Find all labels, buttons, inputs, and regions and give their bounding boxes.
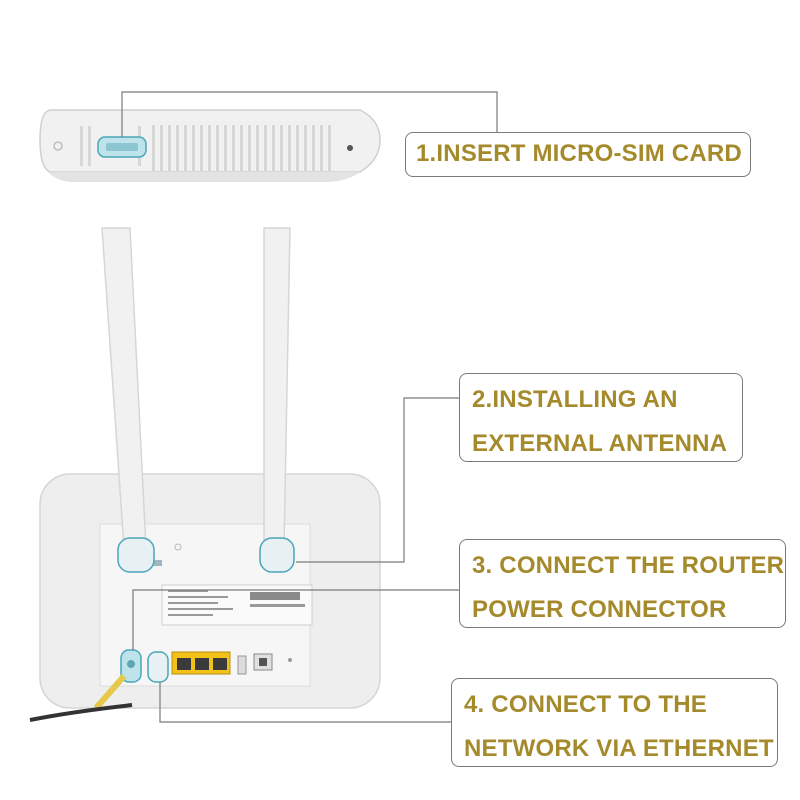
- callout-insert-sim: 1.INSERT MICRO-SIM CARD: [405, 132, 751, 177]
- callout-text: POWER CONNECTOR: [472, 596, 727, 623]
- callout-connect-ethernet: 4. CONNECT TO THE NETWORK VIA ETHERNET: [451, 678, 778, 767]
- power-port-icon: [120, 649, 142, 683]
- callout-text: 2.INSTALLING AN: [472, 386, 678, 413]
- callout-text: 3. CONNECT THE ROUTER: [472, 552, 785, 579]
- ethernet-port-icon: [147, 651, 169, 683]
- router-underside: [39, 109, 381, 182]
- callout-connect-power: 3. CONNECT THE ROUTER POWER CONNECTOR: [459, 539, 786, 628]
- router-back: [29, 473, 381, 722]
- callout-install-antenna: 2.INSTALLING AN EXTERNAL ANTENNA: [459, 373, 743, 462]
- leader-line-1: [121, 91, 498, 137]
- callout-text: EXTERNAL ANTENNA: [472, 430, 728, 457]
- sim-slot-icon: [97, 136, 147, 158]
- leader-line-2: [296, 397, 459, 563]
- callout-text: NETWORK VIA ETHERNET: [464, 735, 774, 762]
- callout-text: 1.INSERT MICRO-SIM CARD: [416, 140, 742, 167]
- leader-line-3: [132, 589, 459, 650]
- port-panel: [120, 649, 292, 683]
- antenna-icon: [101, 227, 295, 573]
- callout-text: 4. CONNECT TO THE: [464, 691, 707, 718]
- leader-line-4: [159, 682, 451, 723]
